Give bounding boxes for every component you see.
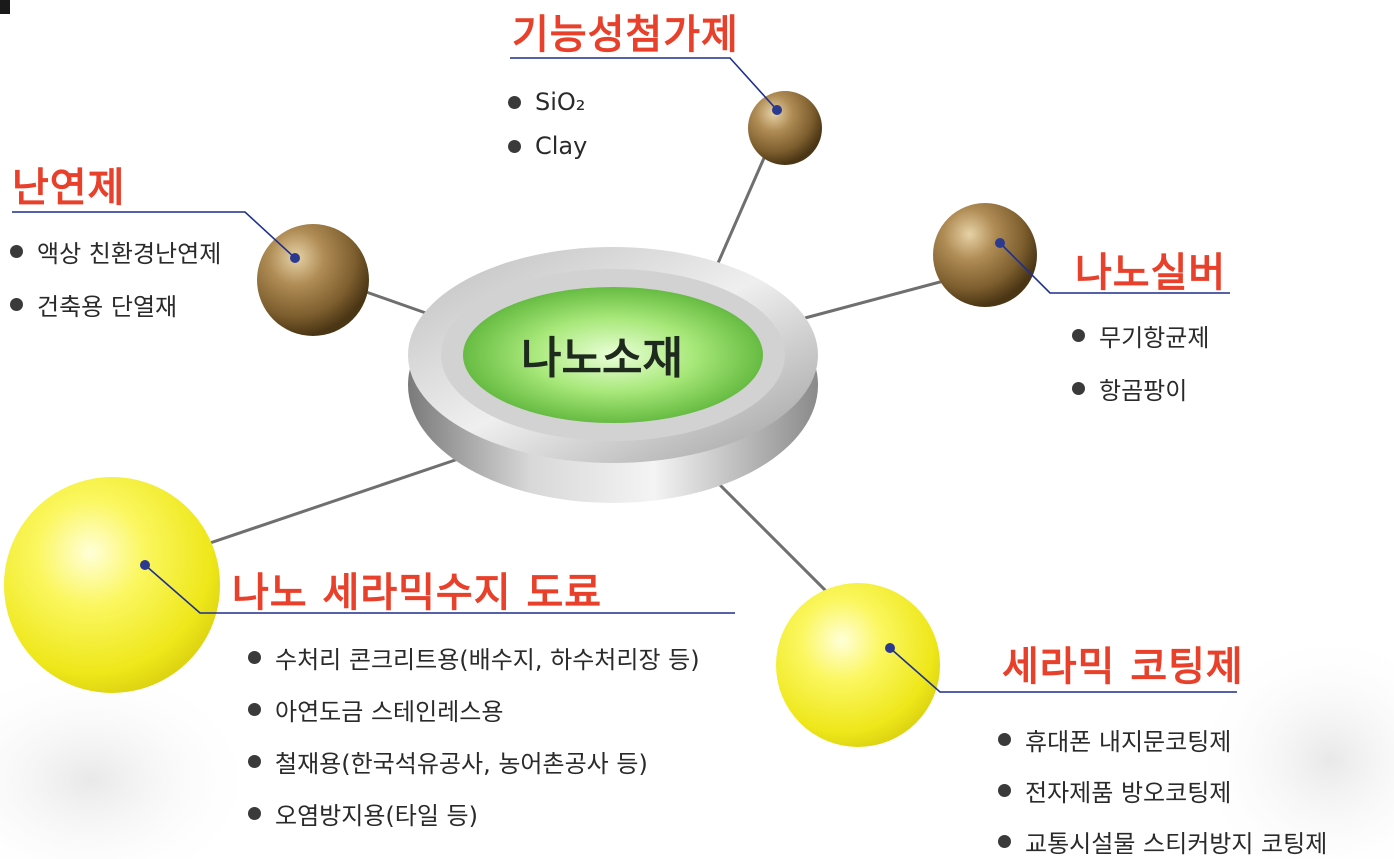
list-item: 수처리 콘크리트용(배수지, 하수처리장 등) xyxy=(248,640,700,675)
bullet-icon xyxy=(248,703,261,716)
flame-retardant-list: 액상 친환경난연제 건축용 단열재 xyxy=(10,234,221,322)
bullet-icon xyxy=(508,139,521,153)
bullet-icon xyxy=(1072,329,1085,342)
list-item-text: 오염방지용(타일 등) xyxy=(275,802,478,830)
list-item-text: 수처리 콘크리트용(배수지, 하수처리장 등) xyxy=(275,646,700,674)
bullet-icon xyxy=(998,784,1011,797)
leader-lines xyxy=(12,57,1237,693)
list-item-text: SiO₂ xyxy=(535,88,586,116)
bullet-icon xyxy=(508,95,521,109)
list-item-text: 철재용(한국석유공사, 농어촌공사 등) xyxy=(275,750,648,778)
list-item: 액상 친환경난연제 xyxy=(10,234,221,269)
bullet-icon xyxy=(1072,382,1085,395)
list-item-text: 아연도금 스테인레스용 xyxy=(275,698,504,726)
list-item-text: 휴대폰 내지문코팅제 xyxy=(1025,728,1232,756)
list-item-text: 전자제품 방오코팅제 xyxy=(1025,779,1232,807)
list-item: 철재용(한국석유공사, 농어촌공사 등) xyxy=(248,744,700,779)
list-item-text: 교통시설물 스티커방지 코팅제 xyxy=(1025,830,1328,858)
list-item-text: 무기항균제 xyxy=(1099,324,1210,352)
flame-retardant-title: 난연제 xyxy=(12,165,126,211)
ceramic-resin-paint-list: 수처리 콘크리트용(배수지, 하수처리장 등) 아연도금 스테인레스용 철재용(… xyxy=(248,640,700,831)
list-item: SiO₂ xyxy=(508,88,587,116)
list-item-text: 건축용 단열재 xyxy=(37,293,178,321)
corner-mark xyxy=(0,0,10,14)
bullet-icon xyxy=(998,835,1011,848)
background-decoration-left xyxy=(0,660,260,859)
sphere-flame-retardant xyxy=(257,224,369,336)
functional-additive-list: SiO₂ Clay xyxy=(508,88,587,160)
list-item-text: 항곰팡이 xyxy=(1099,377,1188,405)
functional-additive-title: 기능성첨가제 xyxy=(512,12,739,58)
leader-anchor-dots xyxy=(140,105,1005,653)
list-item: 항곰팡이 xyxy=(1072,371,1209,406)
center-ring xyxy=(408,247,818,503)
center-label: 나노소재 xyxy=(521,333,683,384)
bullet-icon xyxy=(998,733,1011,746)
center-core xyxy=(463,287,763,423)
list-item: 교통시설물 스티커방지 코팅제 xyxy=(998,824,1327,859)
sphere-functional-additive xyxy=(748,91,822,165)
bullet-icon xyxy=(10,298,23,311)
ceramic-coating-list: 휴대폰 내지문코팅제 전자제품 방오코팅제 교통시설물 스티커방지 코팅제 xyxy=(998,722,1327,859)
list-item: 아연도금 스테인레스용 xyxy=(248,692,700,727)
sphere-nano-silver xyxy=(933,203,1037,307)
background-decoration-right xyxy=(1190,630,1394,859)
bullet-icon xyxy=(10,245,23,258)
nano-silver-list: 무기항균제 항곰팡이 xyxy=(1072,318,1209,406)
sphere-ceramic-coating xyxy=(776,583,940,747)
list-item: 전자제품 방오코팅제 xyxy=(998,773,1327,808)
list-item-text: 액상 친환경난연제 xyxy=(37,240,222,268)
ceramic-coating-title: 세라믹 코팅제 xyxy=(1002,644,1244,690)
ceramic-resin-paint-title: 나노 세라믹수지 도료 xyxy=(232,570,603,616)
nano-silver-title: 나노실버 xyxy=(1075,250,1227,296)
list-item: 건축용 단열재 xyxy=(10,287,221,322)
sphere-ceramic-resin-paint xyxy=(4,477,220,693)
list-item: 무기항균제 xyxy=(1072,318,1209,353)
list-item: 휴대폰 내지문코팅제 xyxy=(998,722,1327,757)
bullet-icon xyxy=(248,755,261,768)
bullet-icon xyxy=(248,651,261,664)
list-item: Clay xyxy=(508,132,587,160)
bullet-icon xyxy=(248,807,261,820)
list-item-text: Clay xyxy=(535,132,588,160)
list-item: 오염방지용(타일 등) xyxy=(248,796,700,831)
